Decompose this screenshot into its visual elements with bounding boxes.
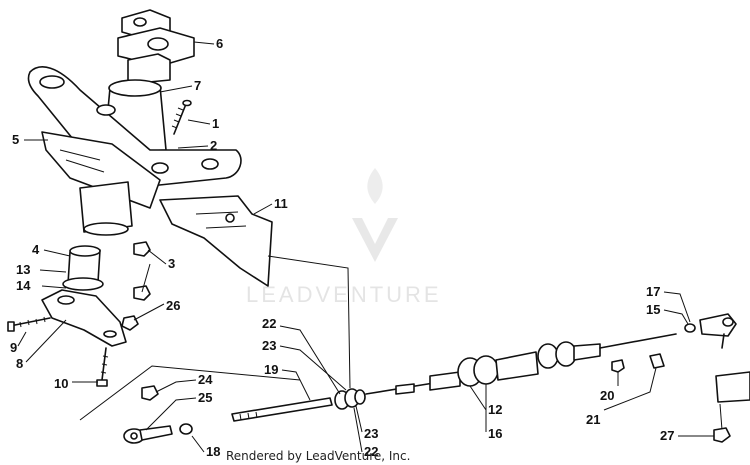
- callout-26: 26: [166, 298, 180, 313]
- callout-1: 1: [212, 116, 219, 131]
- callout-24: 24: [198, 372, 213, 387]
- ball-joint-17: [684, 313, 737, 349]
- callout-11: 11: [274, 196, 288, 211]
- callout-19: 19: [264, 362, 278, 377]
- callout-22-top: 22: [262, 316, 276, 331]
- callout-14: 14: [16, 278, 31, 293]
- lower-bracket-8: [41, 289, 139, 347]
- callout-9: 9: [10, 340, 17, 355]
- steering-arm: [713, 371, 750, 443]
- callout-10: 10: [54, 376, 68, 391]
- callout-12: 12: [488, 402, 502, 417]
- callout-25: 25: [198, 390, 212, 405]
- callout-21: 21: [586, 412, 600, 427]
- bolt-9: [7, 316, 51, 332]
- callout-4: 4: [32, 242, 40, 257]
- callout-18: 18: [206, 444, 220, 459]
- callout-23-bottom: 23: [364, 426, 378, 441]
- callout-22-bottom: 22: [364, 444, 378, 459]
- nut-20: [611, 359, 625, 373]
- tie-rod-end-25: [123, 425, 173, 444]
- callout-23-top: 23: [262, 338, 276, 353]
- callout-17: 17: [646, 284, 660, 299]
- bushing-4: [62, 245, 104, 291]
- callout-2: 2: [210, 138, 217, 153]
- cable-end-22: [334, 388, 366, 410]
- rod-19: [231, 397, 333, 422]
- callout-16: 16: [488, 426, 502, 441]
- watermark-text: LEADVENTURE: [246, 282, 442, 307]
- screw-1: [171, 99, 192, 135]
- callout-8: 8: [16, 356, 23, 371]
- linkage-leader-lines: [79, 255, 351, 421]
- callout-27: 27: [660, 428, 674, 443]
- callouts: 6 7 1 2 5 11 4 3 13 14 26 9 8 10 22 23 1…: [10, 36, 714, 459]
- callout-5: 5: [12, 132, 19, 147]
- callout-6: 6: [216, 36, 223, 51]
- render-credit: Rendered by LeadVenture, Inc.: [226, 449, 411, 463]
- jam-nut-18: [179, 423, 193, 435]
- callout-20: 20: [600, 388, 614, 403]
- callout-3: 3: [168, 256, 175, 271]
- callout-13: 13: [16, 262, 30, 277]
- callout-7: 7: [194, 78, 201, 93]
- bolt-10: [96, 347, 109, 387]
- ferrule-21: [649, 353, 665, 369]
- steering-cable-12: [365, 333, 677, 395]
- bracket-11: [159, 195, 273, 287]
- nut-24: [141, 385, 159, 401]
- leadventure-watermark: LEADVENTURE: [246, 168, 442, 307]
- steering-post-assembly: [27, 9, 242, 236]
- callout-15: 15: [646, 302, 660, 317]
